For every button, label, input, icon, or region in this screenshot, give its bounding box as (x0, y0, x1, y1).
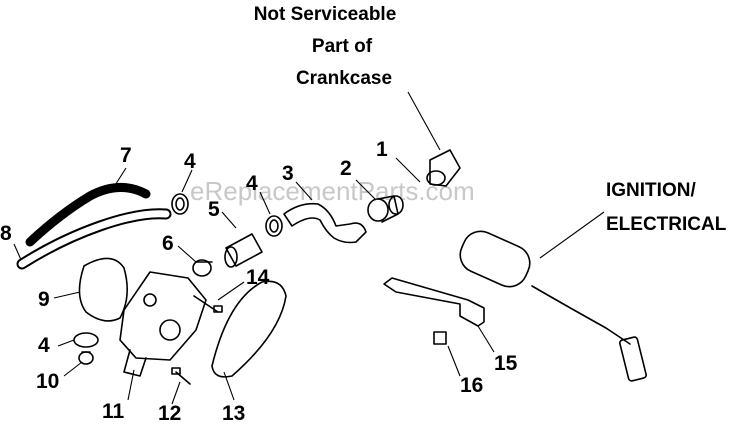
note-ignition-line1: IGNITION/ (606, 180, 696, 201)
part-4-clamp-b (265, 215, 283, 237)
part-7-hose (25, 183, 151, 247)
leader-10 (63, 361, 83, 377)
watermark-text: eReplacementParts.com (190, 176, 475, 206)
leader-3 (295, 181, 313, 201)
note-not-serviceable-line2: Part of (312, 36, 373, 57)
leader-6 (177, 245, 197, 263)
leader-4b (259, 191, 271, 215)
callout-15: 15 (494, 352, 518, 375)
leader-2 (355, 179, 377, 201)
callout-12: 12 (158, 402, 181, 425)
callout-13: 13 (222, 402, 245, 425)
leader-15 (477, 325, 495, 353)
leader-16 (447, 345, 461, 377)
callout-4a: 4 (184, 150, 196, 173)
leader-12 (171, 381, 181, 405)
ignition-coil (459, 230, 647, 382)
note-not-serviceable-line3: Crankcase (296, 68, 392, 89)
part-10-fitting (78, 351, 94, 365)
part-12-bolt (171, 367, 191, 385)
leader-1 (395, 157, 421, 183)
leader-ignition (539, 211, 605, 259)
part-15-bracket (383, 277, 485, 327)
note-not-serviceable-line1: Not Serviceable (254, 4, 397, 25)
callout-3: 3 (282, 162, 294, 185)
note-ignition-line2: ELECTRICAL (606, 214, 727, 235)
callout-10: 10 (36, 370, 59, 393)
callout-16: 16 (460, 374, 483, 397)
part-4-clamp-c (73, 332, 99, 348)
callout-5: 5 (208, 198, 220, 221)
callout-6: 6 (162, 232, 174, 255)
leader-9 (53, 291, 81, 299)
part-5-hose (224, 233, 263, 268)
callout-8: 8 (0, 222, 12, 245)
leader-14 (217, 281, 245, 301)
callout-7: 7 (120, 144, 132, 167)
callout-4b: 4 (246, 172, 258, 195)
part-14-bolt (193, 295, 223, 313)
part-3-formed-hose (283, 202, 367, 244)
callout-11: 11 (102, 400, 125, 423)
part-16-clip (433, 331, 447, 345)
callout-1: 1 (376, 138, 388, 161)
part-1-elbow (426, 149, 461, 187)
leader-4c (57, 339, 75, 347)
part-9-gasket (78, 257, 128, 322)
part-6-clamp (192, 259, 213, 277)
leader-5 (221, 211, 237, 229)
callout-4c: 4 (38, 334, 50, 357)
leader-4a (181, 169, 193, 193)
callout-14: 14 (246, 266, 270, 289)
part-2-coupler (367, 195, 404, 223)
callout-2: 2 (340, 157, 352, 180)
callout-9: 9 (38, 288, 50, 311)
part-11-pump-body (119, 271, 207, 377)
part-8-hose (16, 208, 172, 270)
leader-crankcase (407, 91, 441, 151)
part-4-clamp-a (171, 193, 189, 215)
part-13-belt (211, 280, 287, 378)
